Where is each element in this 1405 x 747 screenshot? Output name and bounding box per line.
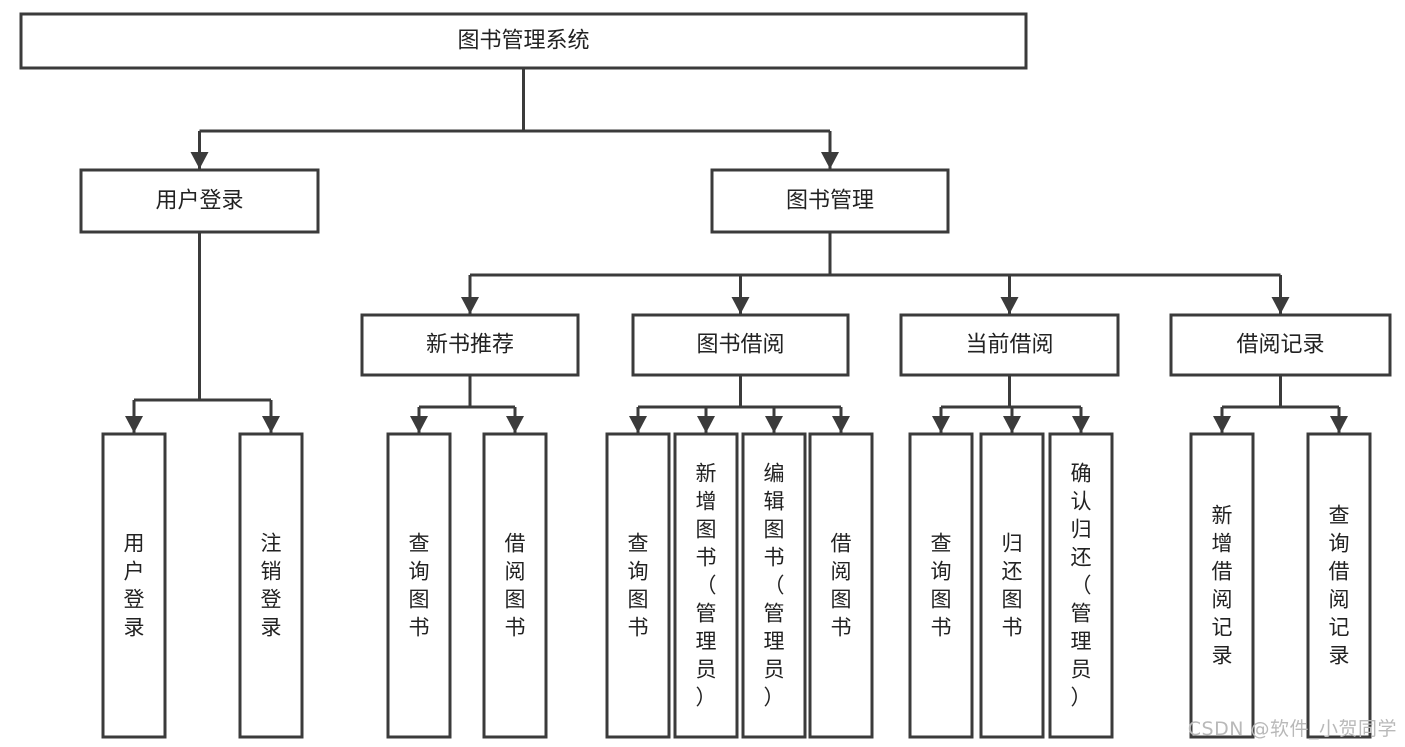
leaf-node-8[interactable]: 查询图书 <box>908 432 974 739</box>
arrow-head-icon <box>410 416 428 433</box>
leaf-node-10[interactable]: 确认归还（管理员） <box>1048 432 1114 739</box>
leaf-node-3-box[interactable] <box>482 432 548 739</box>
node-module-2-box[interactable] <box>899 313 1120 377</box>
arrow-head-icon <box>190 152 209 169</box>
arrow-head-icon <box>1330 416 1348 433</box>
leaf-node-7[interactable]: 借阅图书 <box>808 432 874 739</box>
node-module-3-box[interactable] <box>1169 313 1392 377</box>
node-module-3-label: 借阅记录 <box>1236 333 1324 358</box>
arrow-head-icon <box>765 416 783 433</box>
leaf-node-11[interactable]: 新增借阅记录 <box>1189 432 1255 739</box>
leaf-node-4-box[interactable] <box>605 432 671 739</box>
node-module-2[interactable]: 当前借阅 <box>899 313 1120 377</box>
arrow-head-icon <box>506 416 524 433</box>
node-root-system-box[interactable] <box>19 12 1028 70</box>
arrow-head-icon <box>1271 297 1290 314</box>
arrow-head-icon <box>1072 416 1090 433</box>
arrow-head-icon <box>629 416 647 433</box>
node-module-2-label: 当前借阅 <box>965 333 1053 358</box>
arrow-head-icon <box>1213 416 1231 433</box>
leaf-node-1-label: 注销登录 <box>261 532 282 640</box>
node-module-1[interactable]: 图书借阅 <box>631 313 850 377</box>
arrow-head-icon <box>932 416 950 433</box>
leaf-node-2-label: 查询图书 <box>409 532 430 640</box>
leaf-node-9[interactable]: 归还图书 <box>979 432 1045 739</box>
leaf-node-4-label: 查询图书 <box>628 532 649 640</box>
leaf-node-2-box[interactable] <box>386 432 452 739</box>
leaf-node-5[interactable]: 新增图书（管理员） <box>673 432 739 739</box>
leaf-node-10-box[interactable] <box>1048 432 1114 739</box>
leaf-node-1-box[interactable] <box>238 432 304 739</box>
leaf-node-6-box[interactable] <box>741 432 807 739</box>
arrow-head-icon <box>461 297 479 314</box>
leaf-node-12[interactable]: 查询借阅记录 <box>1306 432 1372 739</box>
node-book-management[interactable]: 图书管理 <box>710 168 950 234</box>
node-layer: 图书管理系统用户登录图书管理新书推荐图书借阅当前借阅借阅记录用户登录注销登录查询… <box>19 12 1392 739</box>
node-user-login[interactable]: 用户登录 <box>79 168 320 234</box>
leaf-node-3-label: 借阅图书 <box>505 532 526 640</box>
leaf-node-0-label: 用户登录 <box>124 532 145 640</box>
node-book-management-box[interactable] <box>710 168 950 234</box>
node-root-system[interactable]: 图书管理系统 <box>19 12 1028 70</box>
node-module-0-box[interactable] <box>360 313 580 377</box>
leaf-node-11-label: 新增借阅记录 <box>1212 504 1233 668</box>
leaf-node-9-label: 归还图书 <box>1002 532 1023 640</box>
leaf-node-3[interactable]: 借阅图书 <box>482 432 548 739</box>
arrow-head-icon <box>1003 416 1021 433</box>
leaf-node-8-box[interactable] <box>908 432 974 739</box>
arrow-head-icon <box>832 416 850 433</box>
node-module-1-label: 图书借阅 <box>696 333 784 358</box>
leaf-node-10-label: 确认归还（管理员） <box>1071 462 1092 710</box>
node-module-0[interactable]: 新书推荐 <box>360 313 580 377</box>
leaf-node-1[interactable]: 注销登录 <box>238 432 304 739</box>
leaf-node-0-box[interactable] <box>101 432 167 739</box>
node-user-login-box[interactable] <box>79 168 320 234</box>
leaf-node-4[interactable]: 查询图书 <box>605 432 671 739</box>
arrow-head-icon <box>697 416 715 433</box>
arrow-head-icon <box>125 416 143 433</box>
leaf-node-8-label: 查询图书 <box>931 532 952 640</box>
leaf-node-12-box[interactable] <box>1306 432 1372 739</box>
node-user-login-label: 用户登录 <box>155 189 243 214</box>
leaf-node-6[interactable]: 编辑图书（管理员） <box>741 432 807 739</box>
node-module-1-box[interactable] <box>631 313 850 377</box>
arrow-head-icon <box>821 152 839 169</box>
connector-layer <box>125 68 1348 433</box>
leaf-node-2[interactable]: 查询图书 <box>386 432 452 739</box>
leaf-node-6-label: 编辑图书（管理员） <box>764 462 785 710</box>
node-root-system-label: 图书管理系统 <box>457 29 589 54</box>
leaf-node-12-label: 查询借阅记录 <box>1329 504 1350 668</box>
node-book-management-label: 图书管理 <box>786 189 874 214</box>
arrow-head-icon <box>731 297 750 314</box>
arrow-head-icon <box>1000 297 1019 314</box>
csdn-watermark: CSDN @软件_小贺同学 <box>1187 718 1397 740</box>
leaf-node-0[interactable]: 用户登录 <box>101 432 167 739</box>
node-module-0-label: 新书推荐 <box>426 333 514 358</box>
node-module-3[interactable]: 借阅记录 <box>1169 313 1392 377</box>
leaf-node-7-box[interactable] <box>808 432 874 739</box>
leaf-node-5-label: 新增图书（管理员） <box>696 462 717 710</box>
leaf-node-9-box[interactable] <box>979 432 1045 739</box>
arrow-head-icon <box>262 416 280 433</box>
leaf-node-11-box[interactable] <box>1189 432 1255 739</box>
leaf-node-5-box[interactable] <box>673 432 739 739</box>
leaf-node-7-label: 借阅图书 <box>831 532 852 640</box>
